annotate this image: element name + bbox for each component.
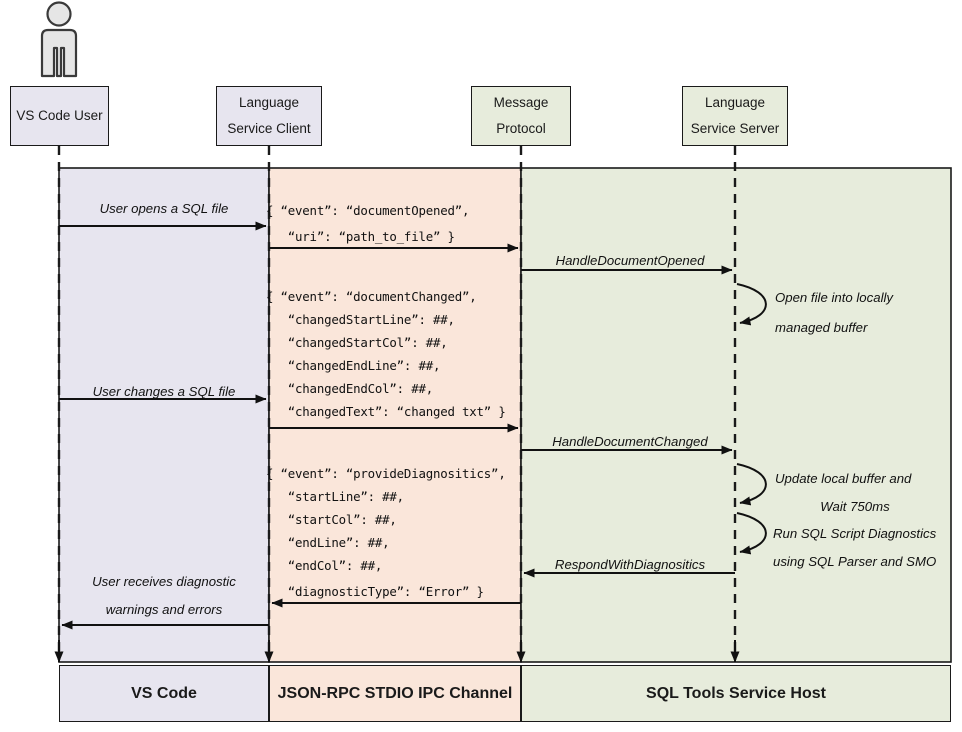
json-line: { “event”: “provideDiagnositics”, <box>266 466 506 481</box>
json-line: “endLine”: ##, <box>266 535 390 550</box>
lifeline-label-language-service-client-1: Language <box>238 94 300 110</box>
label-user-changes-sql-file: User changes a SQL file <box>92 384 236 399</box>
note-run-diagnostics-2: using SQL Parser and SMO <box>773 554 937 569</box>
lifeline-label-message-protocol-1: Message <box>493 94 549 110</box>
arrow-self-run-diagnostics <box>736 512 767 555</box>
note-open-file-1: Open file into locally <box>775 290 894 305</box>
label-user-receives-diagnostics-2: warnings and errors <box>105 602 223 617</box>
band-ipc <box>268 167 522 663</box>
json-line: “changedText”: “changed txt” } <box>266 404 506 419</box>
footer-label-vscode: VS Code <box>131 684 197 702</box>
footer-label-ipc-channel: JSON-RPC STDIO IPC Channel <box>277 684 513 702</box>
lifeline-label-message-protocol-2: Protocol <box>496 121 546 136</box>
label-user-receives-diagnostics-1: User receives diagnostic <box>92 574 236 589</box>
band-vscode <box>58 167 270 663</box>
arrow-self-open-file <box>736 283 767 326</box>
footer-service-host[interactable]: SQL Tools Service Host <box>521 665 951 722</box>
json-line: “diagnosticType”: “Error” } <box>266 584 484 599</box>
json-line: “uri”: “path_to_file” } <box>266 229 455 244</box>
lifeline-label-language-service-server-2: Service Server <box>690 121 780 136</box>
json-line: “changedEndCol”: ##, <box>266 381 433 396</box>
json-line: “endCol”: ##, <box>266 558 383 573</box>
json-line: { “event”: “documentOpened”, <box>266 203 470 218</box>
note-update-buffer-1: Update local buffer and <box>775 471 912 486</box>
json-line: { “event”: “documentChanged”, <box>266 289 477 304</box>
lifeline-header-language-service-client[interactable]: Language Service Client <box>216 86 322 146</box>
note-update-buffer-2: Wait 750ms <box>820 499 890 514</box>
footer-ipc-channel[interactable]: JSON-RPC STDIO IPC Channel <box>269 665 521 722</box>
label-user-opens-sql-file: User opens a SQL file <box>99 201 229 216</box>
label-handle-document-opened: HandleDocumentOpened <box>555 253 705 268</box>
json-line: “startLine”: ##, <box>266 489 404 504</box>
lifeline-label-language-service-server-1: Language <box>704 94 766 110</box>
label-respond-with-diagnostics: RespondWithDiagnositics <box>554 557 706 572</box>
lifeline-header-language-service-server[interactable]: Language Service Server <box>682 86 788 146</box>
footer-label-service-host: SQL Tools Service Host <box>646 684 826 702</box>
lifeline-label-language-service-client-2: Service Client <box>227 121 311 136</box>
json-line: “changedStartLine”: ##, <box>266 312 455 327</box>
lifeline-header-message-protocol[interactable]: Message Protocol <box>471 86 571 146</box>
json-line: “changedEndLine”: ##, <box>266 358 441 373</box>
footer-vscode[interactable]: VS Code <box>59 665 269 722</box>
note-open-file-2: managed buffer <box>775 320 868 335</box>
lifeline-label-vscode-user: VS Code User <box>16 107 103 123</box>
json-line: “startCol”: ##, <box>266 512 397 527</box>
lifeline-header-vscode-user[interactable]: VS Code User <box>10 86 109 146</box>
person-icon <box>40 1 78 78</box>
note-run-diagnostics-1: Run SQL Script Diagnostics <box>773 526 937 541</box>
arrow-self-update-buffer <box>736 463 767 506</box>
json-line: “changedStartCol”: ##, <box>266 335 448 350</box>
label-handle-document-changed: HandleDocumentChanged <box>552 434 708 449</box>
